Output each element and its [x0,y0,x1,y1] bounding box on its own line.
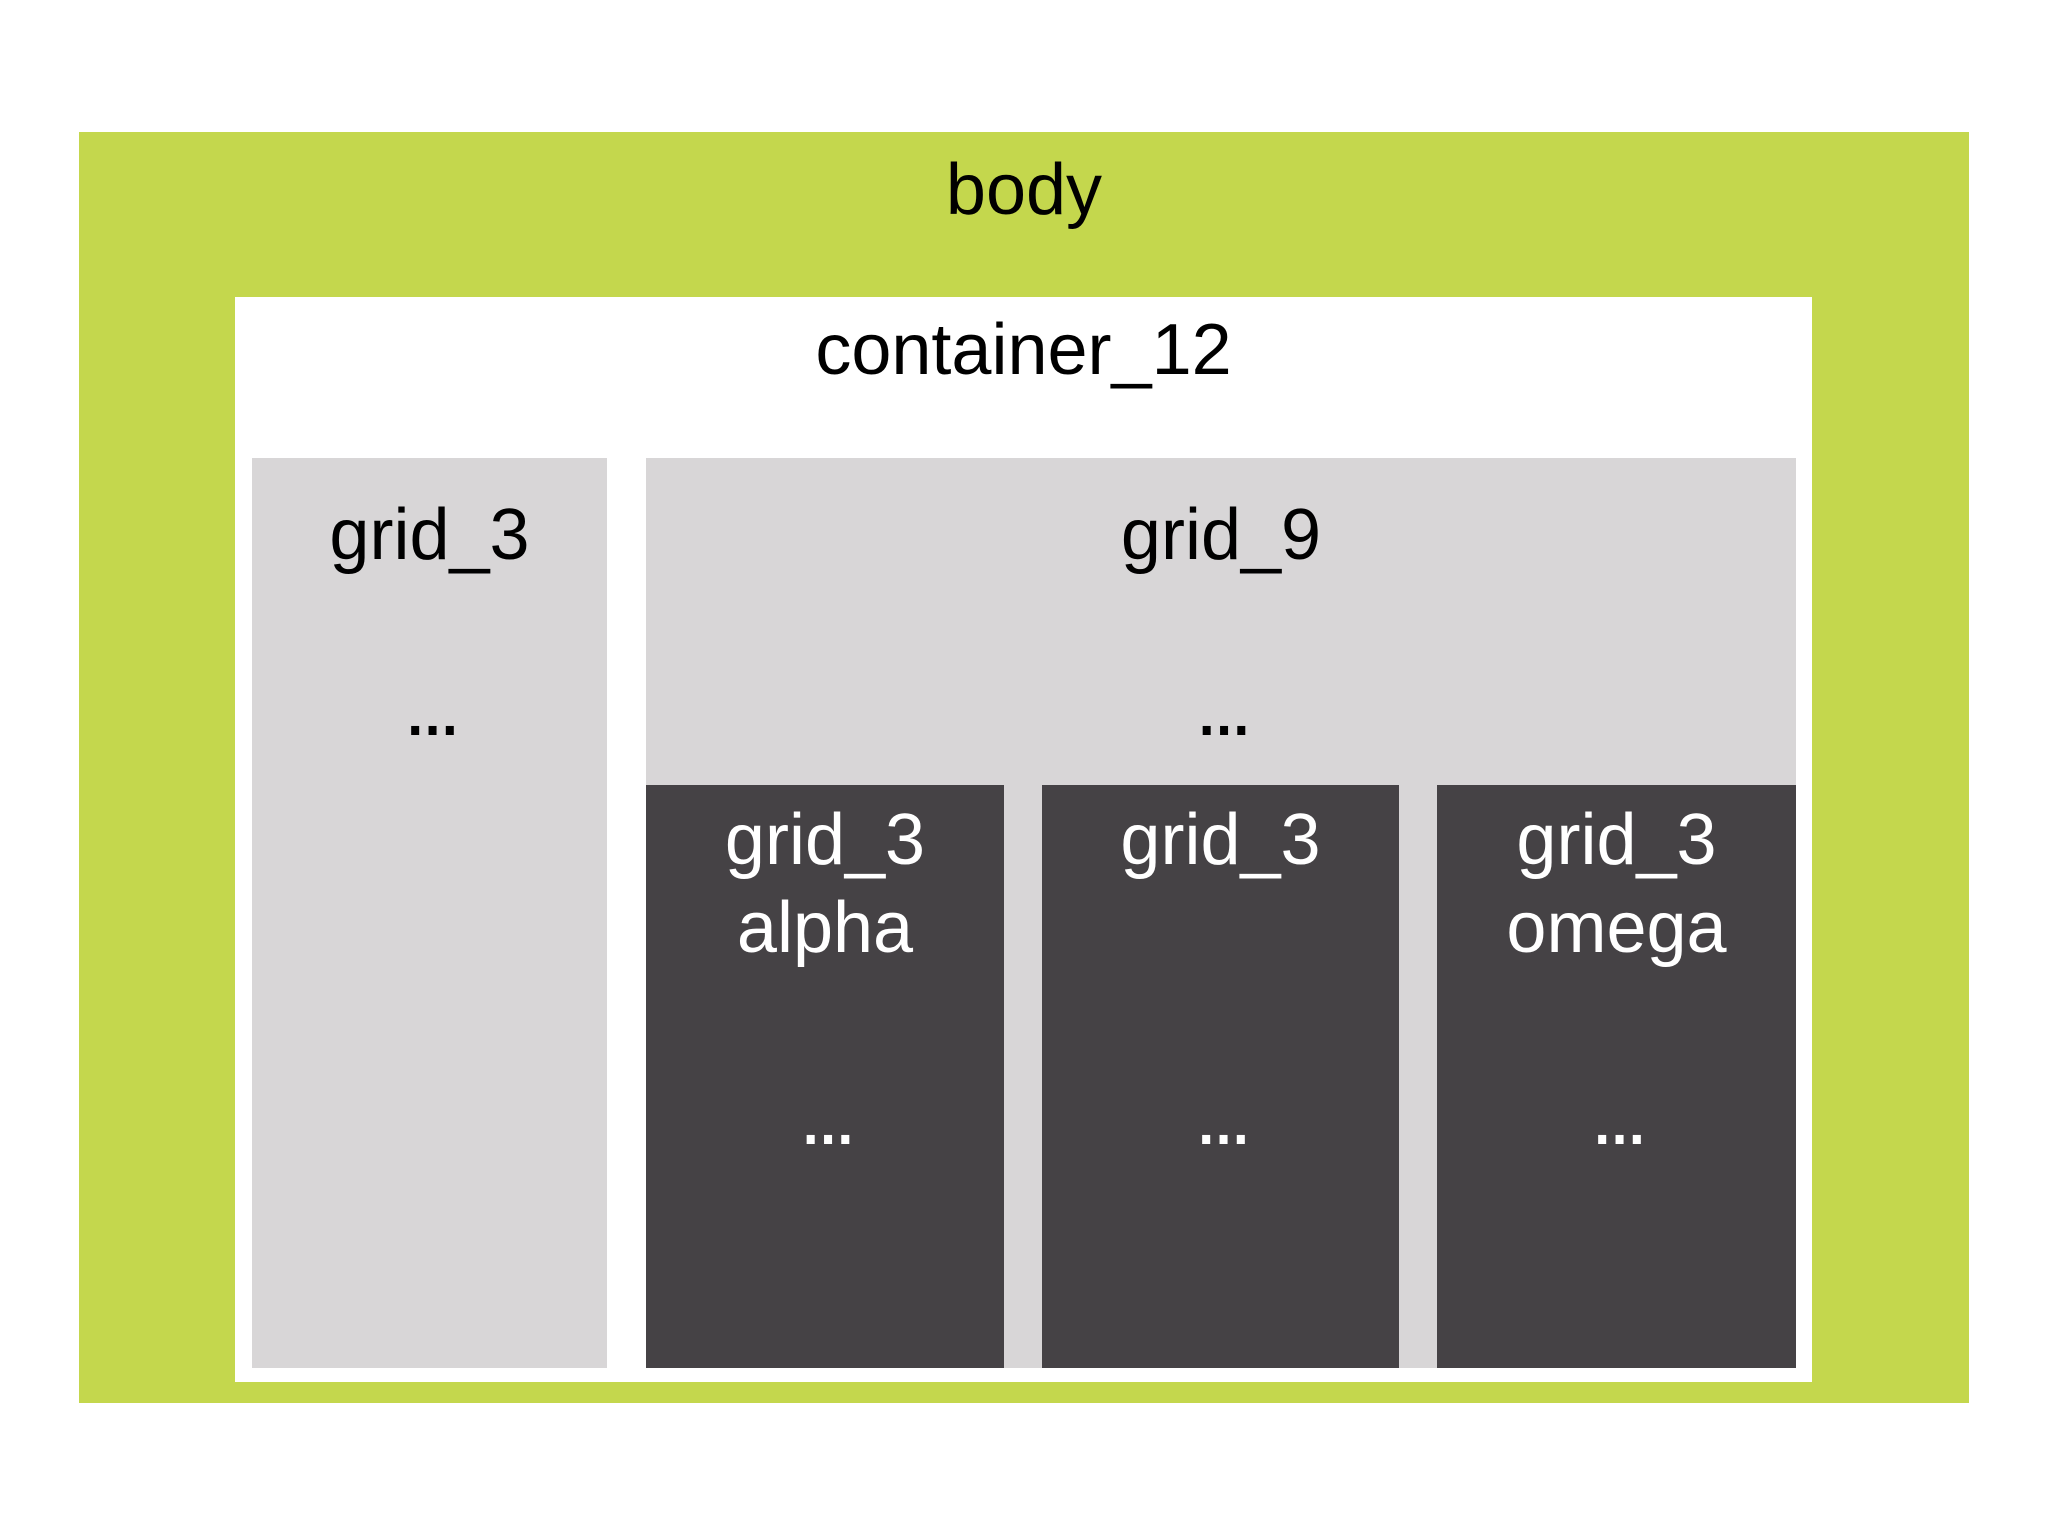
body-box: body container_12 grid_3 ... grid_9 ... … [79,132,1969,1403]
container-12-label: container_12 [815,310,1232,390]
grid-3-omega-ellipsis: ... [1590,1068,1648,1162]
grid-3-label: grid_3 [329,495,530,575]
body-label: body [945,150,1103,230]
grid-3-box: grid_3 ... [252,458,607,1368]
container-12-box: container_12 grid_3 ... grid_9 ... grid_… [235,297,1812,1382]
grid-9-ellipsis: ... [1194,659,1253,753]
grid-3-ellipsis: ... [403,659,461,753]
grid-3-omega-label-line1: grid_3 [1516,800,1717,880]
grid-3-omega-label-line2: omega [1506,888,1727,968]
grid-3-alpha-label-line2: alpha [736,888,914,968]
grid-9-label: grid_9 [1120,495,1322,575]
grid-3-alpha-label-line1: grid_3 [724,800,926,880]
grid-3-middle-ellipsis: ... [1194,1068,1252,1162]
grid-3-middle-box: grid_3 ... [1042,785,1399,1368]
grid-3-middle-label: grid_3 [1042,796,1399,884]
grid-3-alpha-ellipsis: ... [798,1068,857,1162]
grid-3-middle-label-line1: grid_3 [1120,800,1321,880]
